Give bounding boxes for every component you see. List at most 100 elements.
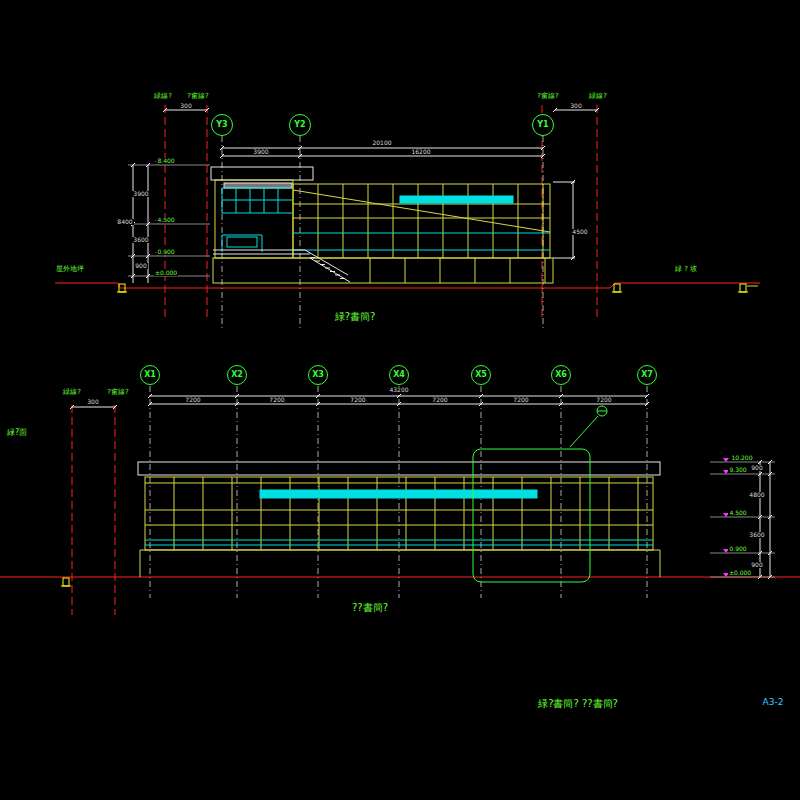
mullion [232, 477, 233, 550]
axis-number: Y1 [537, 121, 548, 129]
dimension-tick [397, 394, 401, 398]
dimension-tick [235, 402, 239, 406]
dimension-tick [298, 154, 302, 158]
plinth-joint [370, 258, 371, 283]
drawing-line [222, 188, 292, 189]
datum-symbol [612, 292, 622, 293]
mullion [418, 184, 419, 258]
drawing-note: 900 [134, 263, 147, 270]
datum-symbol [117, 292, 127, 293]
level-line [710, 577, 775, 578]
mullion [203, 477, 204, 550]
axis-line [561, 386, 562, 598]
dimension-tick [645, 394, 649, 398]
mullion [464, 477, 465, 550]
axis-line [647, 386, 648, 598]
drawing-line [120, 288, 610, 289]
dimension-tick [541, 154, 545, 158]
mullion [638, 477, 639, 550]
mullion [377, 477, 378, 550]
dimension-tick [70, 405, 74, 409]
plinth-joint [440, 258, 441, 283]
drawing-note: 43200 [388, 387, 409, 394]
drawing-note: 900 [750, 465, 763, 472]
boundary-line [115, 405, 116, 615]
drawing-note: 3900 [252, 149, 269, 156]
dimension-tick [163, 108, 167, 112]
drawing-note: 屋外地坪 [55, 266, 85, 274]
drawing-note: 8.400 [156, 158, 175, 165]
door [227, 237, 257, 247]
mullion [261, 477, 262, 550]
drawing-line [222, 213, 292, 214]
drawing-note: 8400 [116, 219, 133, 226]
transom [145, 510, 653, 511]
dimension-tick [559, 402, 563, 406]
handrail [213, 254, 305, 255]
drawing-note: ±0.000 [728, 570, 752, 577]
boundary-line [165, 105, 166, 318]
drawing-note: ?窗線? [536, 93, 559, 101]
dimension-tick [146, 274, 150, 278]
transom [293, 250, 550, 251]
axis-bubble: X7 [637, 365, 657, 385]
drawing-note: 300 [179, 103, 192, 110]
dimension-tick [113, 405, 117, 409]
drawing-line [262, 235, 263, 252]
drawing-line [140, 550, 141, 577]
mullion [468, 184, 469, 258]
transom [145, 545, 653, 546]
stair-step [310, 257, 315, 258]
drawing-note: 4.500 [728, 510, 747, 517]
ground-line [0, 577, 800, 578]
plinth-joint [510, 258, 511, 283]
drawing-note: 緑線? [153, 93, 173, 101]
drawing-note: A3-2 [762, 698, 785, 708]
drawing-note: 4.500 [156, 217, 175, 224]
level-line [128, 165, 210, 166]
dimension-tick [131, 274, 135, 278]
mullion [443, 184, 444, 258]
dimension-tick [235, 394, 239, 398]
mullion [543, 184, 544, 258]
axis-bubble: X3 [308, 365, 328, 385]
mullion [343, 184, 344, 258]
transom [293, 233, 550, 234]
level-mark [723, 458, 729, 462]
dimension-line [72, 407, 115, 408]
dimension-line [555, 110, 597, 111]
axis-bubble: Y2 [289, 114, 311, 136]
handrail [213, 250, 305, 251]
mullion [393, 184, 394, 258]
dimension-tick [146, 163, 150, 167]
drawing-note: 7200 [512, 397, 529, 404]
drawing-note: 16200 [410, 149, 431, 156]
drawing-note: 900 [750, 562, 763, 569]
drawing-note: 0.900 [156, 249, 175, 256]
transom [145, 540, 653, 541]
plinth-joint [405, 258, 406, 283]
dimension-tick [148, 394, 152, 398]
drawing-note: 3600 [132, 237, 149, 244]
stair-rail [305, 250, 348, 275]
axis-number: Y3 [216, 121, 227, 129]
drawing-note: 7200 [431, 397, 448, 404]
drawing-line [553, 182, 575, 183]
drawing-note: 20100 [371, 140, 392, 147]
drawing-note: 300 [86, 399, 99, 406]
roof-slab [211, 167, 313, 180]
level-line [128, 256, 210, 257]
dimension-tick [146, 254, 150, 258]
dimension-tick [148, 402, 152, 406]
drawing-note: 0.900 [728, 546, 747, 553]
mullion [518, 184, 519, 258]
dimension-tick [316, 394, 320, 398]
drawing-note: 緑線? [62, 389, 82, 397]
stair-step [305, 254, 310, 255]
drawing-note: 4800 [748, 492, 765, 499]
dimension-tick [541, 146, 545, 150]
drawing-line [553, 258, 575, 259]
datum-symbol [119, 284, 125, 292]
axis-number: X7 [641, 371, 653, 379]
